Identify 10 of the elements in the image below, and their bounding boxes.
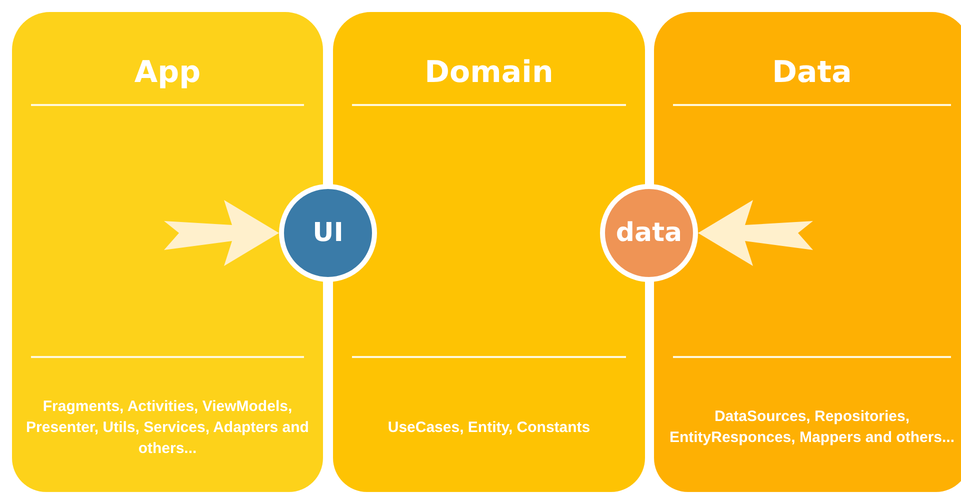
circle-label: UI [312, 218, 344, 248]
layer-title: App [133, 56, 202, 90]
layer-contents: UseCases, Entity, Constants [388, 418, 590, 438]
layer-contents: Fragments, Activities, ViewModels, Presenter, Utils, Services, Adapters and others... [26, 396, 309, 458]
layer-contents: DataSources, Repositories, EntityResponces, Mappers and others... [668, 407, 956, 448]
circle-label: data [616, 218, 682, 248]
layer-title: Domain [424, 56, 554, 90]
block-arrow [698, 200, 813, 266]
block-arrow [164, 200, 279, 266]
layer-title: Data [771, 56, 853, 90]
